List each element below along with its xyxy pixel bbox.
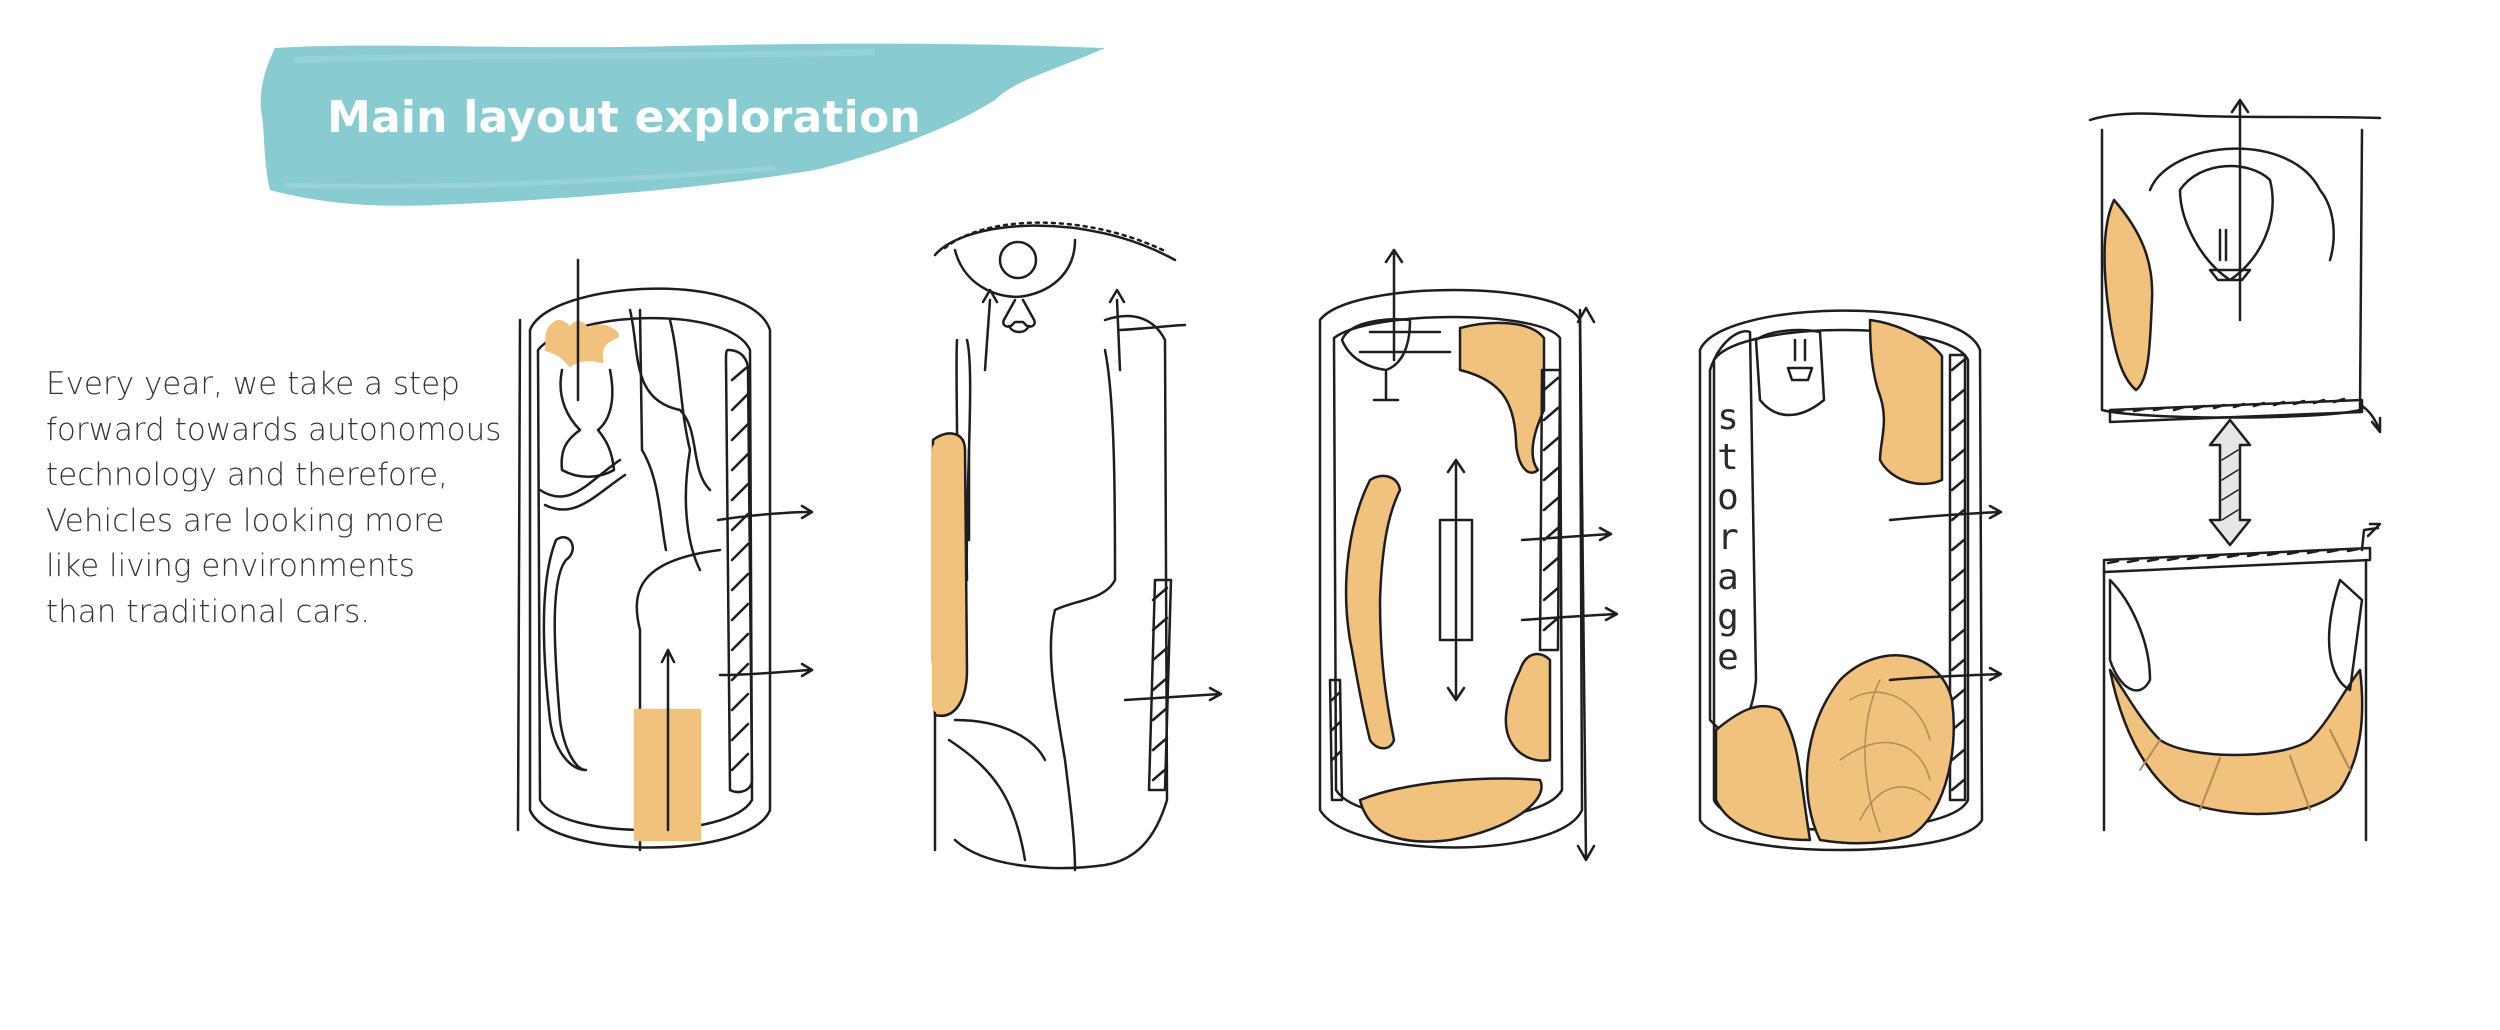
intro-line: technology and therefore, [46,457,448,493]
layout-sketch-5 [2080,80,2400,870]
intro-line: Vehicles are looking more [46,502,445,539]
layout-sketch-4: s t o r a g e [1680,280,2040,880]
layout-sketch-3 [1290,240,1650,880]
intro-line: like living environments [46,548,415,584]
intro-line: forward towards autonomous [46,411,502,448]
page-title: Main layout exploration [327,92,921,143]
title-banner: Main layout exploration [255,40,1125,215]
storage-label: s t o r a g e [1717,397,1739,678]
brush-stroke [260,43,1105,206]
layout-sketch-1 [490,250,830,870]
intro-line: than traditional cars. [46,593,371,630]
layout-sketch-2 [905,200,1245,880]
intro-paragraph: Every year, we take a step forward towar… [46,362,516,635]
intro-line: Every year, we take a step [46,366,460,402]
